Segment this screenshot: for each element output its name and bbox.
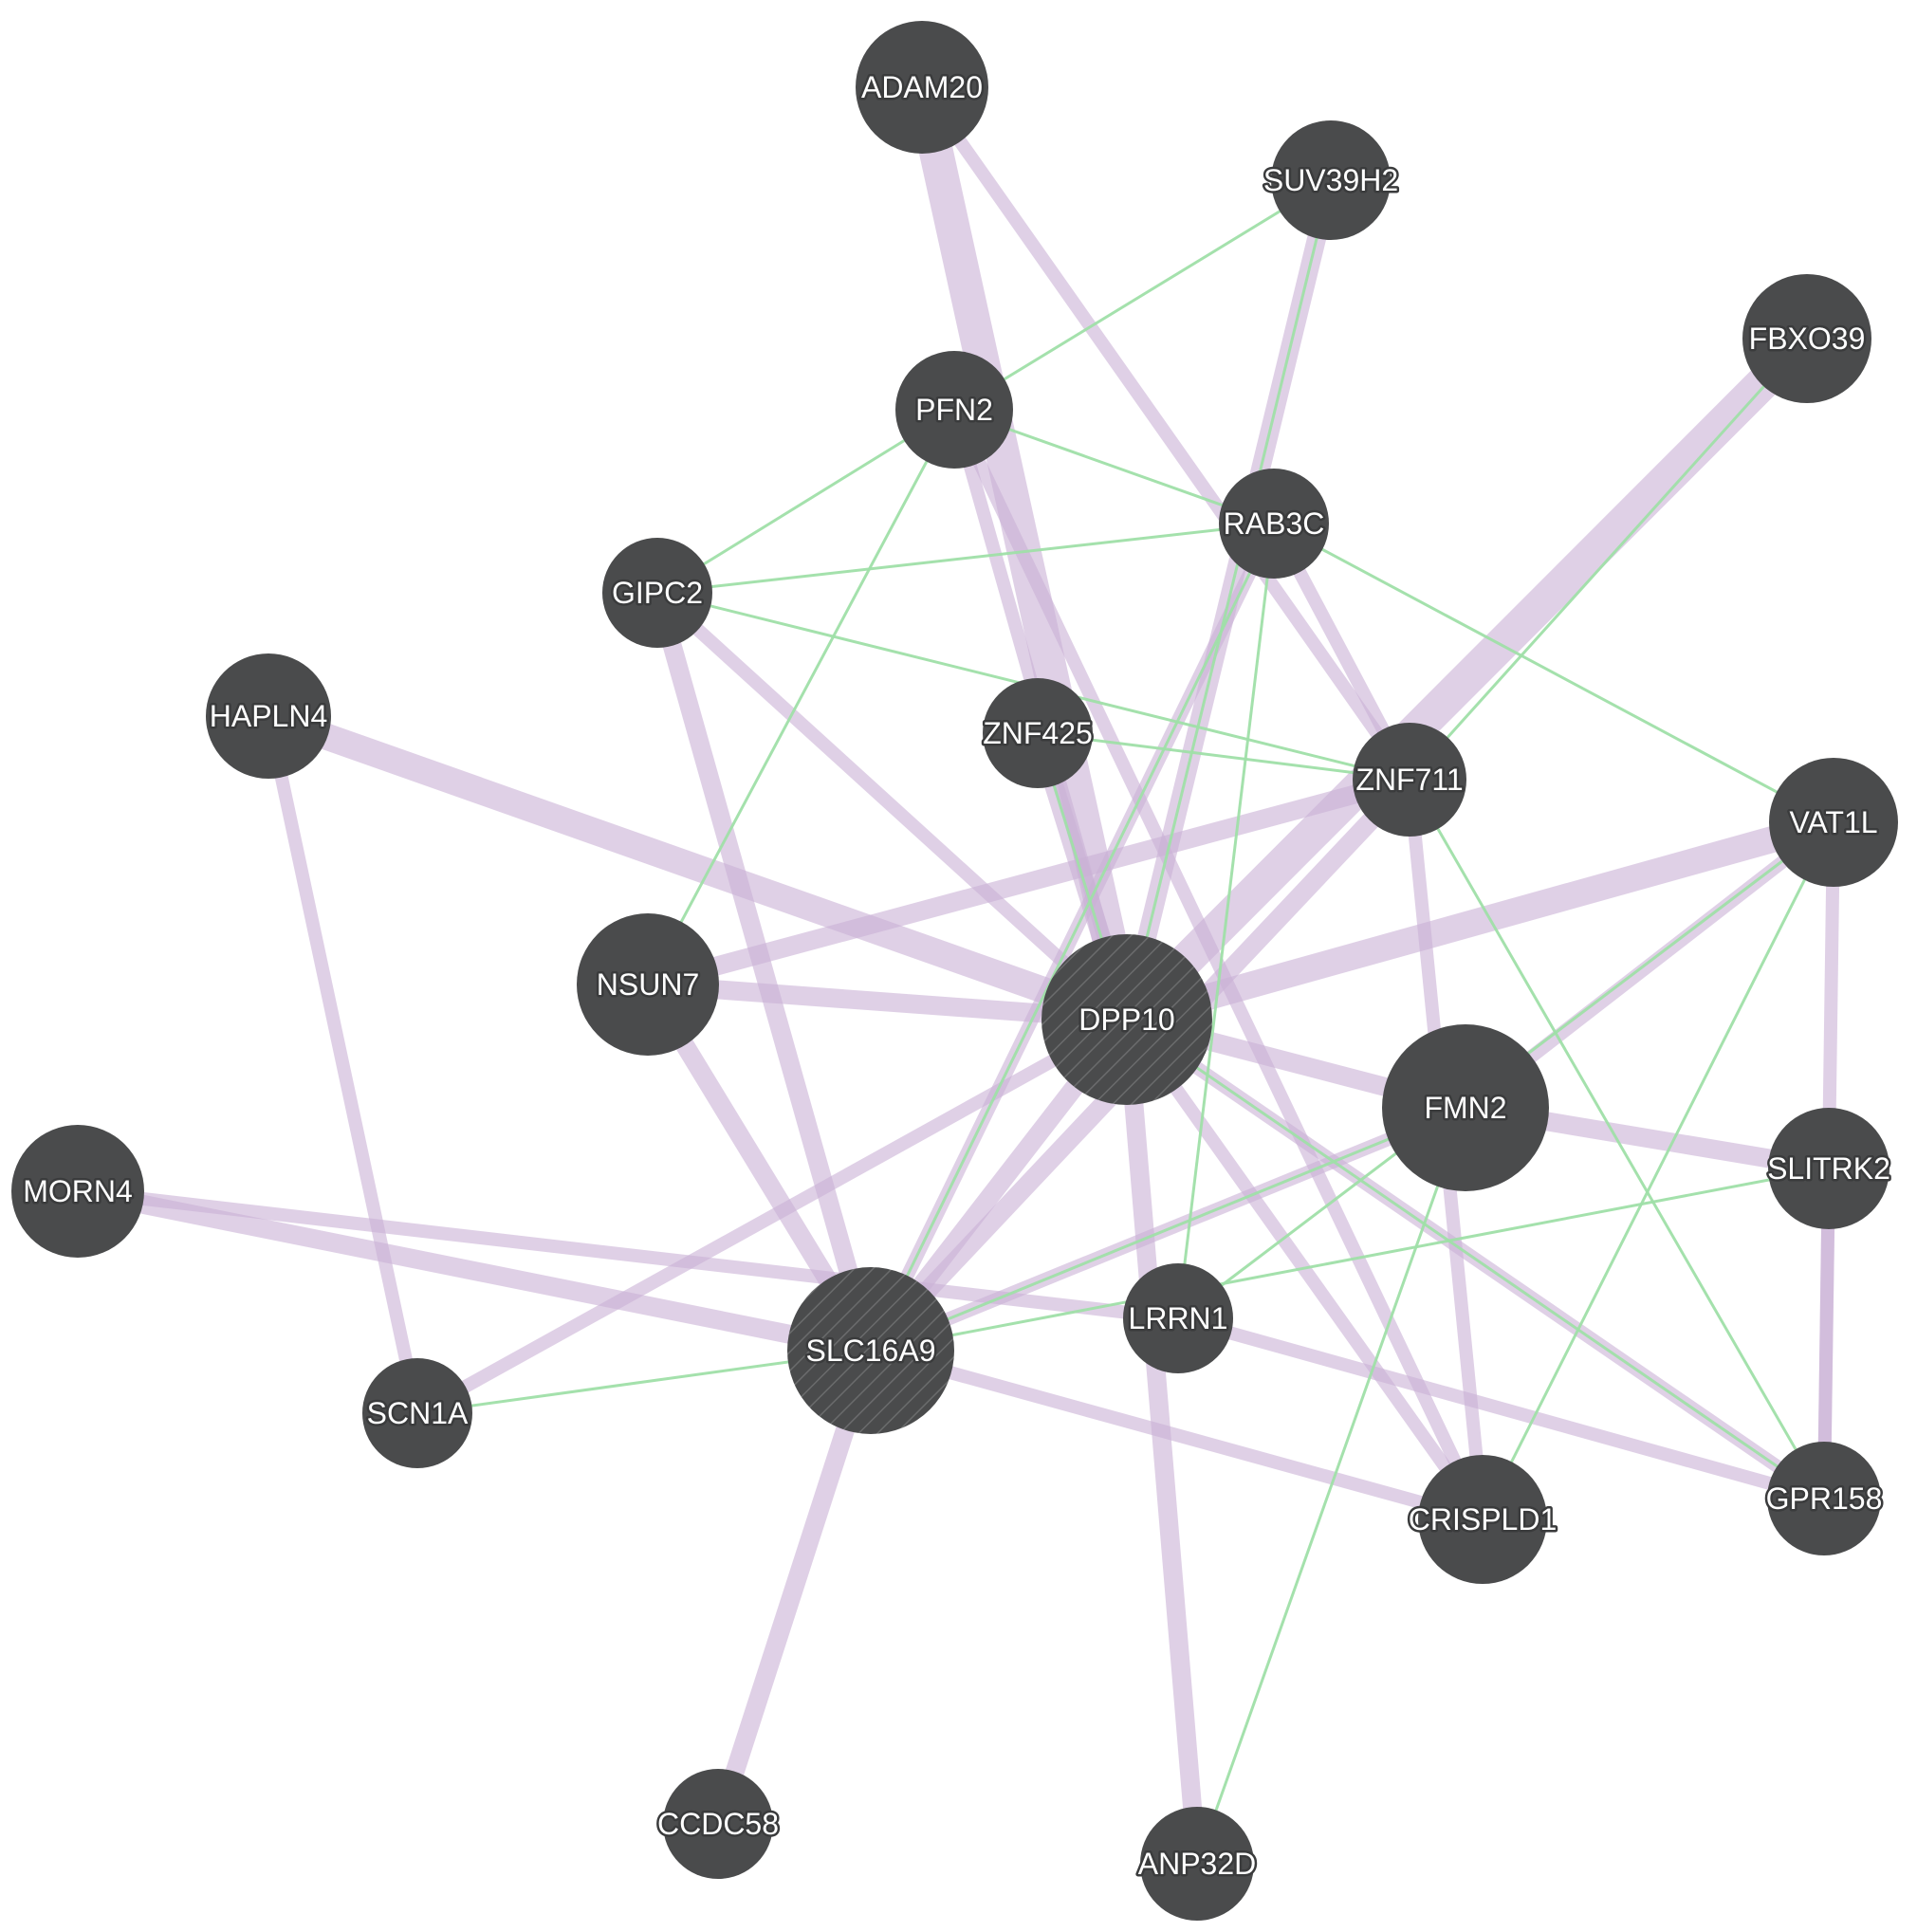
gene-node-znf711[interactable]: ZNF711: [1353, 723, 1466, 837]
coexpression-edge-fbxo39-dpp10: [1115, 326, 1819, 1032]
gene-circle: [1382, 1024, 1549, 1191]
gene-circle: [206, 653, 331, 779]
gene-circle: [1742, 274, 1871, 403]
gene-node-slitrk2[interactable]: SLITRK2: [1765, 1108, 1892, 1229]
gene-node-scn1a[interactable]: SCN1A: [362, 1358, 472, 1468]
gene-circle: [1768, 1108, 1889, 1229]
genetic-edge-rab3c-slc16a9: [869, 523, 1276, 1352]
gene-label: SUV39H2: [1263, 163, 1398, 197]
genetic-edge-rab3c-vat1l: [1273, 522, 1834, 824]
gene-node-crispld1[interactable]: CRISPLD1: [1406, 1455, 1559, 1584]
gene-node-nsun7[interactable]: NSUN7: [577, 913, 719, 1056]
coexpression-edge-dpp10-scn1a: [414, 1013, 1131, 1420]
coexpression-edge-znf711-nsun7: [645, 770, 1412, 994]
gene-circle: [1123, 1263, 1233, 1373]
gene-label: CCDC58: [657, 1807, 779, 1841]
gene-label: ZNF711: [1355, 763, 1463, 797]
gene-node-gpr158[interactable]: GPR158: [1763, 1442, 1885, 1555]
genetic-edge-pfn2-nsun7: [646, 409, 956, 985]
query-gene-circle: [787, 1267, 954, 1434]
gene-label: ZNF425: [983, 716, 1093, 750]
genetic-edge-gipc2-rab3c: [656, 522, 1275, 595]
coexpression-edge-hapln4-dpp10: [264, 703, 1132, 1033]
gene-circle: [1219, 469, 1329, 579]
gene-label: DPP10: [1078, 1003, 1174, 1037]
genetic-edge-vat1l-crispld1: [1481, 821, 1835, 1520]
gene-circle: [663, 1769, 773, 1879]
genetic-edge-rab3c-lrrn1: [1176, 523, 1276, 1319]
gene-label: FBXO39: [1749, 322, 1866, 356]
coexpression-edge-vat1l-dpp10: [1123, 809, 1837, 1033]
gene-node-vat1l[interactable]: VAT1L: [1769, 758, 1898, 887]
gene-node-fmn2[interactable]: FMN2: [1382, 1024, 1549, 1191]
gene-node-ccdc58[interactable]: CCDC58: [654, 1769, 782, 1879]
coexpression-edge-dpp10-anp32d: [1117, 1019, 1207, 1865]
coexpression-edge-adam20-znf711: [916, 83, 1415, 784]
gene-circle: [362, 1358, 472, 1468]
gene-label: VAT1L: [1789, 805, 1877, 839]
genetic-edge-dpp10-gpr158: [1126, 1018, 1825, 1500]
gene-circle: [1271, 120, 1391, 240]
gene-circle: [1769, 758, 1898, 887]
gene-node-gipc2[interactable]: GIPC2: [602, 538, 712, 648]
gene-node-morn4[interactable]: MORN4: [11, 1125, 144, 1258]
genetic-edge-fbxo39-znf711: [1408, 337, 1809, 782]
gene-circle: [577, 913, 719, 1056]
gene-label: ADAM20: [861, 70, 983, 104]
coexpression-edge-morn4-slc16a9: [76, 1182, 873, 1360]
gene-label: GIPC2: [612, 576, 703, 610]
genetic-edge-znf425-znf711: [1037, 731, 1410, 782]
gene-circle: [856, 21, 988, 154]
genetic-edge-slitrk2-slc16a9: [870, 1167, 1830, 1352]
gene-circle: [1353, 723, 1466, 837]
gene-label: RAB3C: [1224, 506, 1325, 541]
gene-label: PFN2: [915, 393, 993, 427]
genetic-edge-suv39h2-pfn2: [953, 178, 1332, 412]
gene-node-znf425[interactable]: ZNF425: [981, 678, 1095, 788]
gene-node-fbxo39[interactable]: FBXO39: [1742, 274, 1871, 403]
gene-label: GPR158: [1766, 1481, 1883, 1516]
query-gene-circle: [1041, 934, 1212, 1105]
coexpression-edge-morn4-lrrn1: [77, 1185, 1179, 1325]
gene-node-adam20[interactable]: ADAM20: [856, 21, 988, 154]
gene-node-suv39h2[interactable]: SUV39H2: [1261, 120, 1401, 240]
gene-circle: [1140, 1807, 1254, 1921]
genetic-edge-fmn2-slc16a9: [870, 1106, 1466, 1352]
gene-label: HAPLN4: [210, 699, 328, 733]
gene-circle: [895, 351, 1013, 469]
gene-label: SLC16A9: [806, 1334, 936, 1368]
gene-node-rab3c[interactable]: RAB3C: [1219, 469, 1329, 579]
gene-node-hapln4[interactable]: HAPLN4: [206, 653, 331, 779]
gene-label: LRRN1: [1129, 1301, 1228, 1335]
gene-circle: [983, 678, 1093, 788]
gene-label: MORN4: [23, 1174, 133, 1208]
gene-node-lrrn1[interactable]: LRRN1: [1123, 1263, 1233, 1373]
gene-node-anp32d[interactable]: ANP32D: [1135, 1807, 1259, 1921]
gene-label: ANP32D: [1138, 1847, 1257, 1881]
coexpression-edge-pfn2-crispld1: [948, 406, 1489, 1523]
gene-circle: [602, 538, 712, 648]
genetic-edge-fmn2-anp32d: [1195, 1107, 1467, 1865]
gene-circle: [1418, 1455, 1547, 1584]
genetic-edge-znf711-gpr158: [1408, 779, 1826, 1500]
genetic-edge-suv39h2-dpp10: [1125, 179, 1333, 1021]
coexpression-edge-gipc2-slc16a9: [648, 590, 880, 1353]
gene-label: SCN1A: [367, 1396, 469, 1430]
gene-node-pfn2[interactable]: PFN2: [895, 351, 1013, 469]
gene-label: FMN2: [1424, 1091, 1506, 1125]
gene-label: NSUN7: [597, 967, 699, 1002]
coexpression-edge-gipc2-dpp10: [653, 587, 1132, 1025]
gene-node-dpp10[interactable]: DPP10: [1041, 934, 1212, 1105]
gene-label: SLITRK2: [1767, 1151, 1890, 1186]
coexpression-edge-slc16a9-crispld1: [869, 1344, 1484, 1526]
coexpression-edge-hapln4-scn1a: [262, 714, 424, 1415]
gene-circle: [1767, 1442, 1881, 1555]
gene-node-slc16a9[interactable]: SLC16A9: [787, 1267, 954, 1434]
gene-label: CRISPLD1: [1409, 1502, 1558, 1536]
gene-circle: [11, 1125, 144, 1258]
coexpression-edge-lrrn1-gpr158: [1176, 1312, 1826, 1505]
